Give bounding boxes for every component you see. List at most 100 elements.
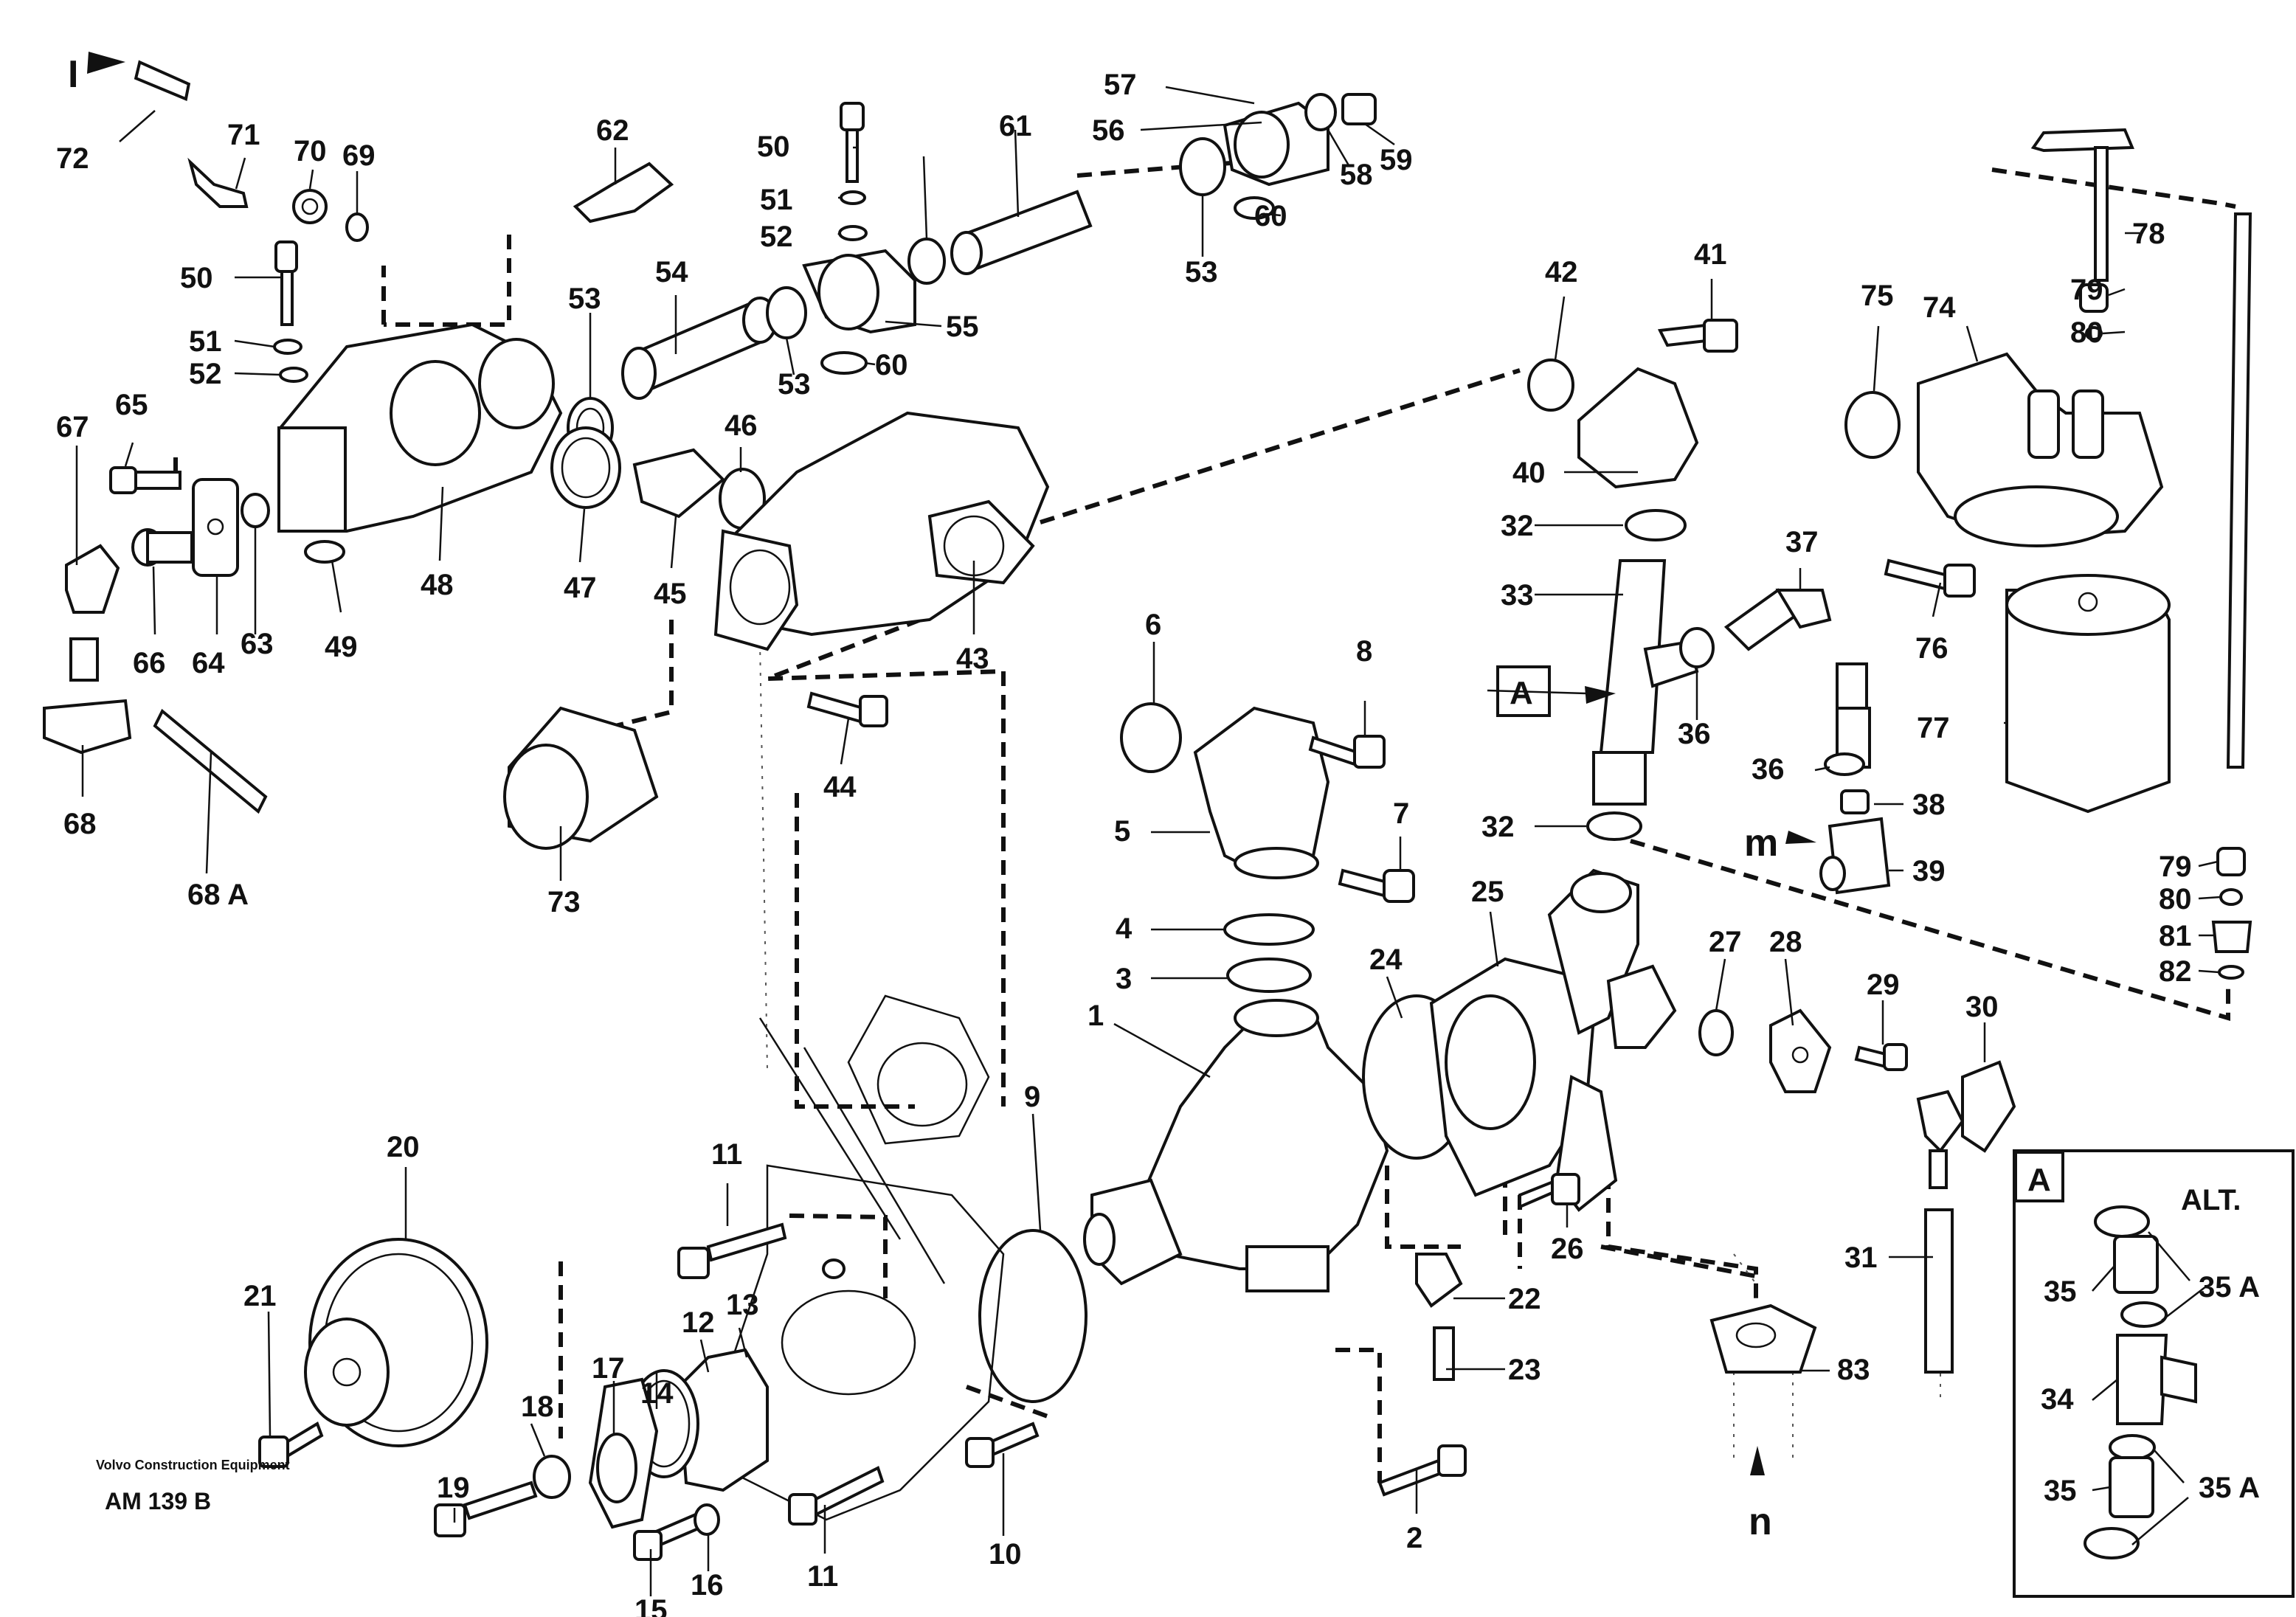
callout-label: 56 [1092, 114, 1125, 147]
callout-label: 62 [596, 114, 629, 147]
callout-label: 35 A [2199, 1472, 2260, 1504]
marker-i-arrow-icon [87, 52, 125, 74]
callout-label: 73 [547, 886, 581, 918]
callout-label: 80 [2159, 883, 2192, 915]
callout-label: 34 [2041, 1383, 2074, 1416]
callout-label: 51 [760, 184, 793, 216]
callout-label: 53 [1185, 256, 1218, 288]
callout-label: 21 [243, 1280, 277, 1312]
callout-label: 80 [2070, 316, 2103, 349]
callout-label: 5 [1114, 815, 1130, 848]
callout-label: 25 [1471, 876, 1504, 908]
callout-label: 79 [2070, 274, 2103, 306]
callout-labels: 1 2 3 4 5 6 7 8 9 10 11 11 12 13 14 15 1… [56, 69, 2260, 1617]
callout-label: 69 [342, 139, 376, 172]
callout-label: 52 [760, 221, 793, 253]
callout-label: 71 [227, 119, 260, 151]
callout-label: 76 [1915, 632, 1949, 665]
callout-label: 60 [875, 349, 908, 381]
view-a-label: A [1510, 675, 1533, 711]
callout-label: 67 [56, 411, 89, 443]
marker-i: I [68, 53, 78, 96]
callout-label: 43 [956, 643, 989, 675]
marker-m-arrow-icon [1785, 831, 1816, 844]
callout-label: 17 [592, 1352, 625, 1385]
callout-label: 2 [1406, 1522, 1422, 1554]
callout-label: 38 [1912, 789, 1946, 821]
callout-label: 40 [1512, 457, 1546, 489]
footer-code: AM 139 B [105, 1488, 211, 1514]
callout-label: 19 [437, 1472, 470, 1504]
connection-lines [173, 160, 2236, 1483]
inset-label: A [2027, 1162, 2051, 1198]
inset-title: ALT. [2181, 1184, 2241, 1216]
callout-label: 42 [1545, 256, 1578, 288]
callout-label: 14 [640, 1377, 674, 1410]
callout-label: 83 [1837, 1354, 1870, 1386]
callout-label: 10 [989, 1538, 1022, 1571]
callout-label: 6 [1145, 609, 1161, 641]
callout-label: 68 [63, 808, 97, 840]
callout-label: 50 [180, 262, 213, 294]
callout-label: 74 [1923, 291, 1956, 324]
marker-n-arrow-icon [1750, 1446, 1765, 1475]
callout-label: 60 [1254, 200, 1287, 232]
callout-label: 11 [711, 1138, 742, 1171]
callout-label: 7 [1393, 797, 1409, 830]
callout-label: 72 [56, 142, 89, 175]
callout-label: 49 [325, 631, 358, 663]
callout-label: 22 [1508, 1283, 1541, 1315]
callout-label: 36 [1678, 718, 1711, 750]
callout-label: 53 [568, 283, 601, 315]
leader-lines [75, 86, 2221, 1596]
callout-label: 53 [778, 368, 811, 401]
callout-label: 70 [294, 135, 327, 167]
callout-label: 78 [2132, 218, 2165, 250]
callout-label: 58 [1340, 159, 1373, 191]
callout-label: 54 [655, 256, 688, 288]
callout-label: 55 [946, 311, 979, 343]
callout-label: 11 [807, 1560, 838, 1593]
part-drawings [43, 60, 2295, 1598]
callout-label: 82 [2159, 955, 2192, 988]
view-a-arrow-icon [1585, 686, 1616, 704]
callout-label: 81 [2159, 920, 2192, 952]
callout-label: 18 [521, 1391, 554, 1423]
callout-label: 57 [1104, 69, 1137, 101]
callout-label: 36 [1752, 753, 1785, 786]
callout-label: 29 [1867, 969, 1900, 1001]
callout-label: 77 [1917, 712, 1950, 744]
callout-label: 79 [2159, 851, 2192, 883]
callout-label: 59 [1380, 144, 1413, 176]
callout-label: 65 [115, 389, 148, 421]
callout-label: 39 [1912, 855, 1946, 887]
callout-label: 30 [1965, 991, 1999, 1023]
callout-label: 24 [1369, 943, 1403, 976]
callout-label: 37 [1785, 526, 1819, 558]
callout-label: 13 [726, 1289, 759, 1321]
callout-label: 12 [682, 1306, 715, 1339]
callout-label: 47 [564, 572, 597, 604]
callout-label: 44 [823, 771, 857, 803]
callout-label: 52 [189, 358, 222, 390]
callout-label: 15 [634, 1594, 668, 1617]
callout-label: 33 [1501, 579, 1534, 612]
callout-label: 27 [1709, 926, 1742, 958]
callout-label: 63 [241, 628, 274, 660]
callout-label: 35 [2044, 1475, 2077, 1507]
callout-label: 51 [189, 325, 222, 358]
callout-label: 4 [1116, 913, 1133, 945]
footer-company: Volvo Construction Equipment [96, 1458, 290, 1472]
callout-label: 41 [1694, 238, 1727, 271]
callout-label: 68 A [187, 879, 249, 911]
callout-label: 75 [1861, 280, 1894, 312]
callout-label: 3 [1116, 963, 1132, 995]
callout-label: 66 [133, 647, 166, 679]
callout-label: 61 [999, 110, 1032, 142]
marker-n: n [1749, 1500, 1772, 1543]
callout-label: 23 [1508, 1354, 1541, 1386]
callout-label: 9 [1024, 1081, 1040, 1113]
callout-label: 32 [1501, 510, 1534, 542]
